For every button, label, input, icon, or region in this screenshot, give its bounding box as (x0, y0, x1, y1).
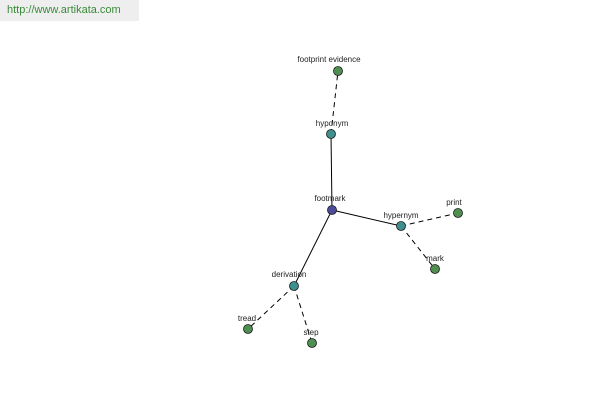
edge-derivation-tread (247, 285, 295, 330)
node-circle[interactable] (243, 324, 253, 334)
edge-footmark-hypernym (331, 209, 402, 227)
edge-footmark-hyponym (330, 133, 333, 211)
node-circle[interactable] (307, 338, 317, 348)
node-label: footprint evidence (297, 55, 361, 64)
edge-footmark-derivation (293, 209, 333, 287)
node-circle[interactable] (327, 205, 337, 215)
edges-layer (247, 70, 459, 344)
node-label: hyponym (316, 119, 349, 128)
node-circle[interactable] (430, 264, 440, 274)
node-derivation[interactable]: derivation (272, 270, 307, 291)
node-tread[interactable]: tread (238, 314, 256, 334)
node-label: derivation (272, 270, 307, 279)
edge-hypernym-mark (400, 225, 436, 270)
edge-hyponym-footprint_evidence (330, 70, 339, 135)
node-label: step (303, 328, 319, 337)
node-mark[interactable]: mark (426, 254, 445, 274)
node-circle[interactable] (289, 281, 299, 291)
node-label: mark (426, 254, 445, 263)
node-hyponym[interactable]: hyponym (316, 119, 349, 139)
node-circle[interactable] (326, 129, 336, 139)
node-step[interactable]: step (303, 328, 319, 348)
node-circle[interactable] (396, 221, 406, 231)
node-circle[interactable] (333, 66, 343, 76)
node-label: tread (238, 314, 256, 323)
node-circle[interactable] (453, 208, 463, 218)
node-label: hypernym (383, 211, 418, 220)
node-print[interactable]: print (446, 198, 463, 218)
node-footmark[interactable]: footmark (314, 194, 347, 215)
edge-hypernym-print (400, 212, 459, 227)
node-label: print (446, 198, 462, 207)
node-label: footmark (314, 194, 346, 203)
site-link[interactable]: http://www.artikata.com (0, 0, 139, 21)
edge-derivation-step (293, 285, 313, 344)
node-footprint-evidence[interactable]: footprint evidence (297, 55, 361, 76)
node-hypernym[interactable]: hypernym (383, 211, 419, 231)
nodes-layer: footmark hyponym hypernym derivation footpri… (238, 55, 463, 348)
